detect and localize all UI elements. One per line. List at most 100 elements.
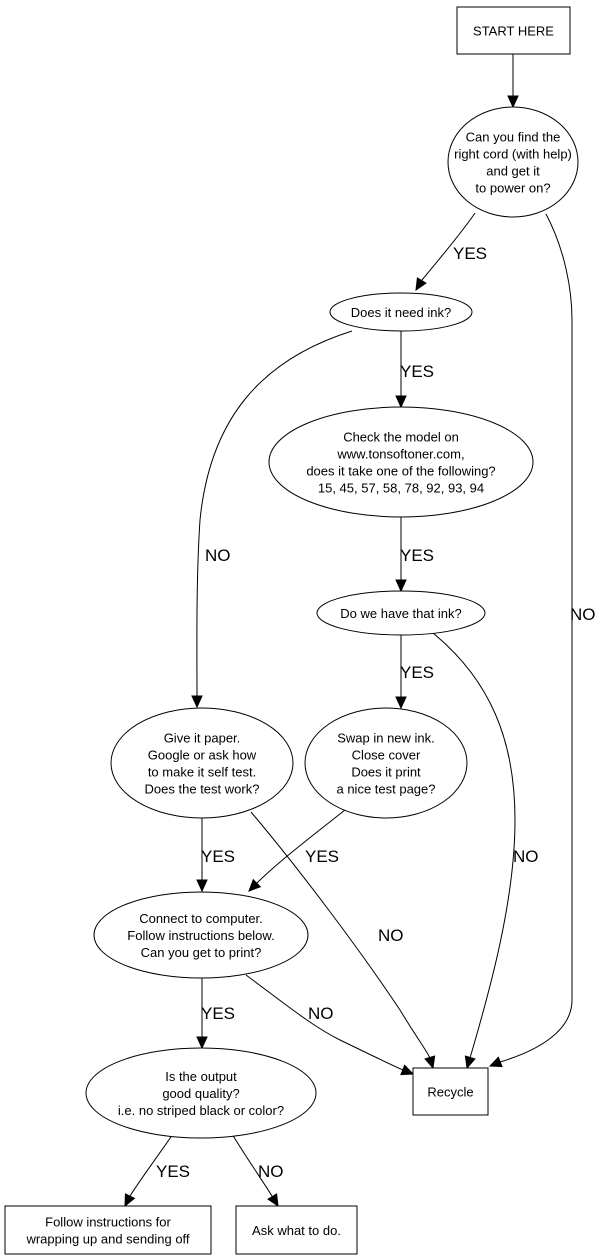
box-shape — [412, 1067, 489, 1116]
edge-label-yes: YES — [400, 663, 434, 682]
edge-cord-to-recycle — [488, 213, 573, 1068]
node-text-line: wrapping up and sending off — [25, 1232, 189, 1247]
node-text-line: Recycle — [427, 1085, 473, 1100]
node-text-line: Check the model on — [343, 430, 459, 445]
arrowhead-icon — [196, 879, 208, 893]
edge-line — [499, 213, 573, 1063]
edge-label-no: NO — [378, 926, 404, 945]
edge-line — [245, 974, 404, 1071]
node-text-line: Follow instructions below. — [127, 928, 274, 943]
edge-label-no: NO — [205, 546, 231, 565]
edge-paper-to-recycle — [250, 811, 436, 1070]
node-text-line: 15, 45, 57, 58, 78, 92, 93, 94 — [318, 481, 484, 496]
box-shape — [456, 6, 571, 55]
node-text-line: Google or ask how — [148, 748, 257, 763]
ellipse-shape — [329, 292, 473, 332]
edge-line — [432, 632, 516, 1059]
node-ask: Ask what to do. — [235, 1205, 358, 1255]
node-text-line: to make it self test. — [148, 765, 256, 780]
edge-need-ink-to-check-model — [395, 331, 407, 409]
box-shape — [235, 1205, 358, 1255]
node-text-line: a nice test page? — [336, 782, 435, 797]
node-text-line: Can you find the — [466, 130, 561, 145]
nodes: START HERE Can you find the right cord (wi… — [4, 6, 579, 1255]
edge-label-no: NO — [258, 1162, 284, 1181]
edge-have-ink-to-swap — [395, 635, 407, 710]
node-text-line: and get it — [486, 164, 540, 179]
node-wrap-up: Follow instructions for wrapping up and s… — [4, 1205, 212, 1255]
node-start: START HERE — [456, 6, 571, 55]
node-text-line: right cord (with help) — [454, 147, 572, 162]
edge-line — [250, 811, 431, 1059]
edge-label-no: NO — [308, 1004, 334, 1023]
edge-connect-to-recycle — [245, 974, 415, 1076]
node-text-line: www.tonsoftoner.com, — [336, 447, 464, 462]
arrowhead-icon — [248, 878, 262, 892]
arrowhead-icon — [124, 1193, 136, 1208]
node-text-line: Does the test work? — [145, 782, 260, 797]
arrowhead-icon — [464, 1055, 476, 1070]
node-cord: Can you find the right cord (with help) an… — [447, 106, 579, 218]
edge-label-yes: YES — [201, 1004, 235, 1023]
node-text-line: Connect to computer. — [139, 911, 263, 926]
ellipse-shape — [304, 707, 468, 819]
arrowhead-icon — [395, 395, 407, 409]
node-have-ink: Do we have that ink? — [316, 590, 486, 636]
edge-label-yes: YES — [156, 1162, 190, 1181]
edge-quality-to-wrap-up — [124, 1133, 174, 1208]
edge-line — [129, 1133, 174, 1197]
node-text-line: good quality? — [162, 1086, 239, 1101]
arrowhead-icon — [395, 696, 407, 710]
node-text-line: to power on? — [475, 181, 550, 196]
arrowhead-icon — [191, 695, 203, 709]
node-text-line: Give it paper. — [164, 731, 241, 746]
node-text-line: Is the output — [165, 1069, 237, 1084]
node-text-line: Does it need ink? — [351, 305, 451, 320]
node-text-line: Follow instructions for — [45, 1215, 171, 1230]
edge-connect-to-quality — [196, 978, 208, 1050]
node-text-line: START HERE — [473, 24, 554, 39]
arrowhead-icon — [400, 1064, 415, 1076]
box-shape — [4, 1205, 212, 1255]
node-connect: Connect to computer. Follow instructions … — [93, 891, 309, 979]
node-text-line: Ask what to do. — [252, 1223, 341, 1238]
edge-cord-to-need-ink — [415, 212, 476, 292]
edge-label-yes: YES — [201, 847, 235, 866]
edge-line — [421, 212, 476, 281]
node-text-line: does it take one of the following? — [306, 464, 495, 479]
edge-start-to-cord — [507, 54, 519, 109]
arrowhead-icon — [395, 579, 407, 593]
edge-check-model-to-have-ink — [395, 517, 407, 593]
edge-swap-to-connect — [248, 805, 351, 892]
edge-have-ink-to-recycle — [432, 632, 516, 1070]
edge-paper-to-connect — [196, 818, 208, 893]
node-text-line: Swap in new ink. — [337, 731, 435, 746]
edge-label-yes: YES — [305, 847, 339, 866]
arrowhead-icon — [424, 1055, 436, 1070]
node-need-ink: Does it need ink? — [329, 292, 473, 332]
node-check-model: Check the model on www.tonsoftoner.com, do… — [268, 406, 534, 518]
arrowhead-icon — [507, 95, 519, 109]
edge-label-no: NO — [513, 847, 539, 866]
edge-label-yes: YES — [400, 362, 434, 381]
arrowhead-icon — [488, 1056, 503, 1068]
node-text-line: Can you get to print? — [141, 945, 262, 960]
node-text-line: Close cover — [352, 748, 421, 763]
node-text-line: Do we have that ink? — [340, 606, 461, 621]
edges — [124, 54, 573, 1208]
ellipse-shape — [85, 1047, 317, 1139]
edge-label-yes: YES — [400, 546, 434, 565]
edge-need-ink-to-paper — [191, 330, 353, 709]
arrowhead-icon — [415, 277, 427, 292]
edge-label-no: NO — [570, 605, 596, 624]
ellipse-shape — [447, 106, 579, 218]
node-text-line: Does it print — [351, 765, 421, 780]
edge-line — [196, 330, 353, 698]
ellipse-shape — [110, 707, 294, 819]
arrowhead-icon — [196, 1036, 208, 1050]
edge-line — [231, 1133, 273, 1197]
